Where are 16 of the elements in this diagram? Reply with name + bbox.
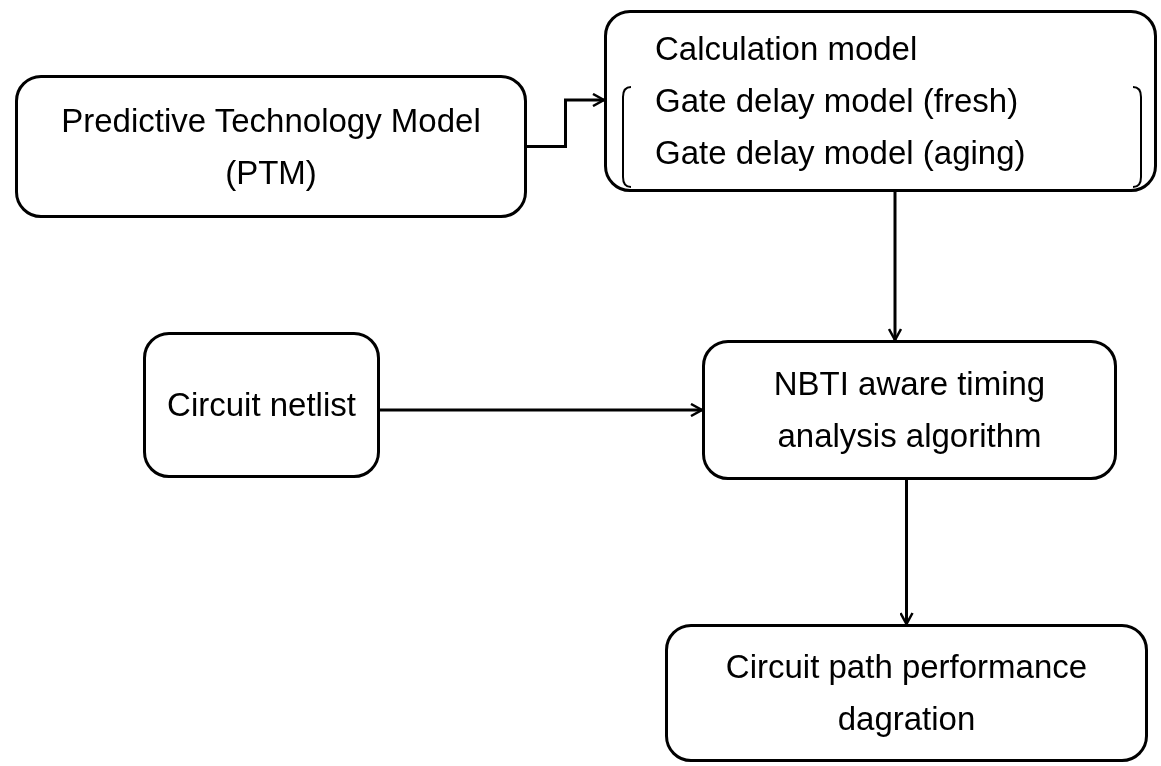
node-text: Circuit netlist bbox=[167, 385, 356, 425]
node-text: Calculation model bbox=[655, 29, 918, 69]
process-box bbox=[702, 340, 1117, 480]
node-text: Gate delay model (aging) bbox=[655, 133, 1026, 173]
node-text: Predictive Technology Model (PTM) bbox=[60, 100, 482, 193]
arrow bbox=[527, 92, 606, 148]
node-text: Gate delay model (fresh) bbox=[655, 81, 1019, 121]
process-box bbox=[604, 10, 1157, 192]
node-text: Circuit path performance dagration bbox=[724, 647, 1089, 739]
process-box bbox=[665, 624, 1148, 762]
node-text: NBTI aware timing analysis algorithm bbox=[772, 364, 1047, 456]
process-box bbox=[15, 75, 527, 218]
process-box bbox=[143, 332, 380, 478]
arrow bbox=[899, 480, 914, 626]
arrow bbox=[887, 192, 903, 342]
arrow bbox=[380, 402, 704, 418]
